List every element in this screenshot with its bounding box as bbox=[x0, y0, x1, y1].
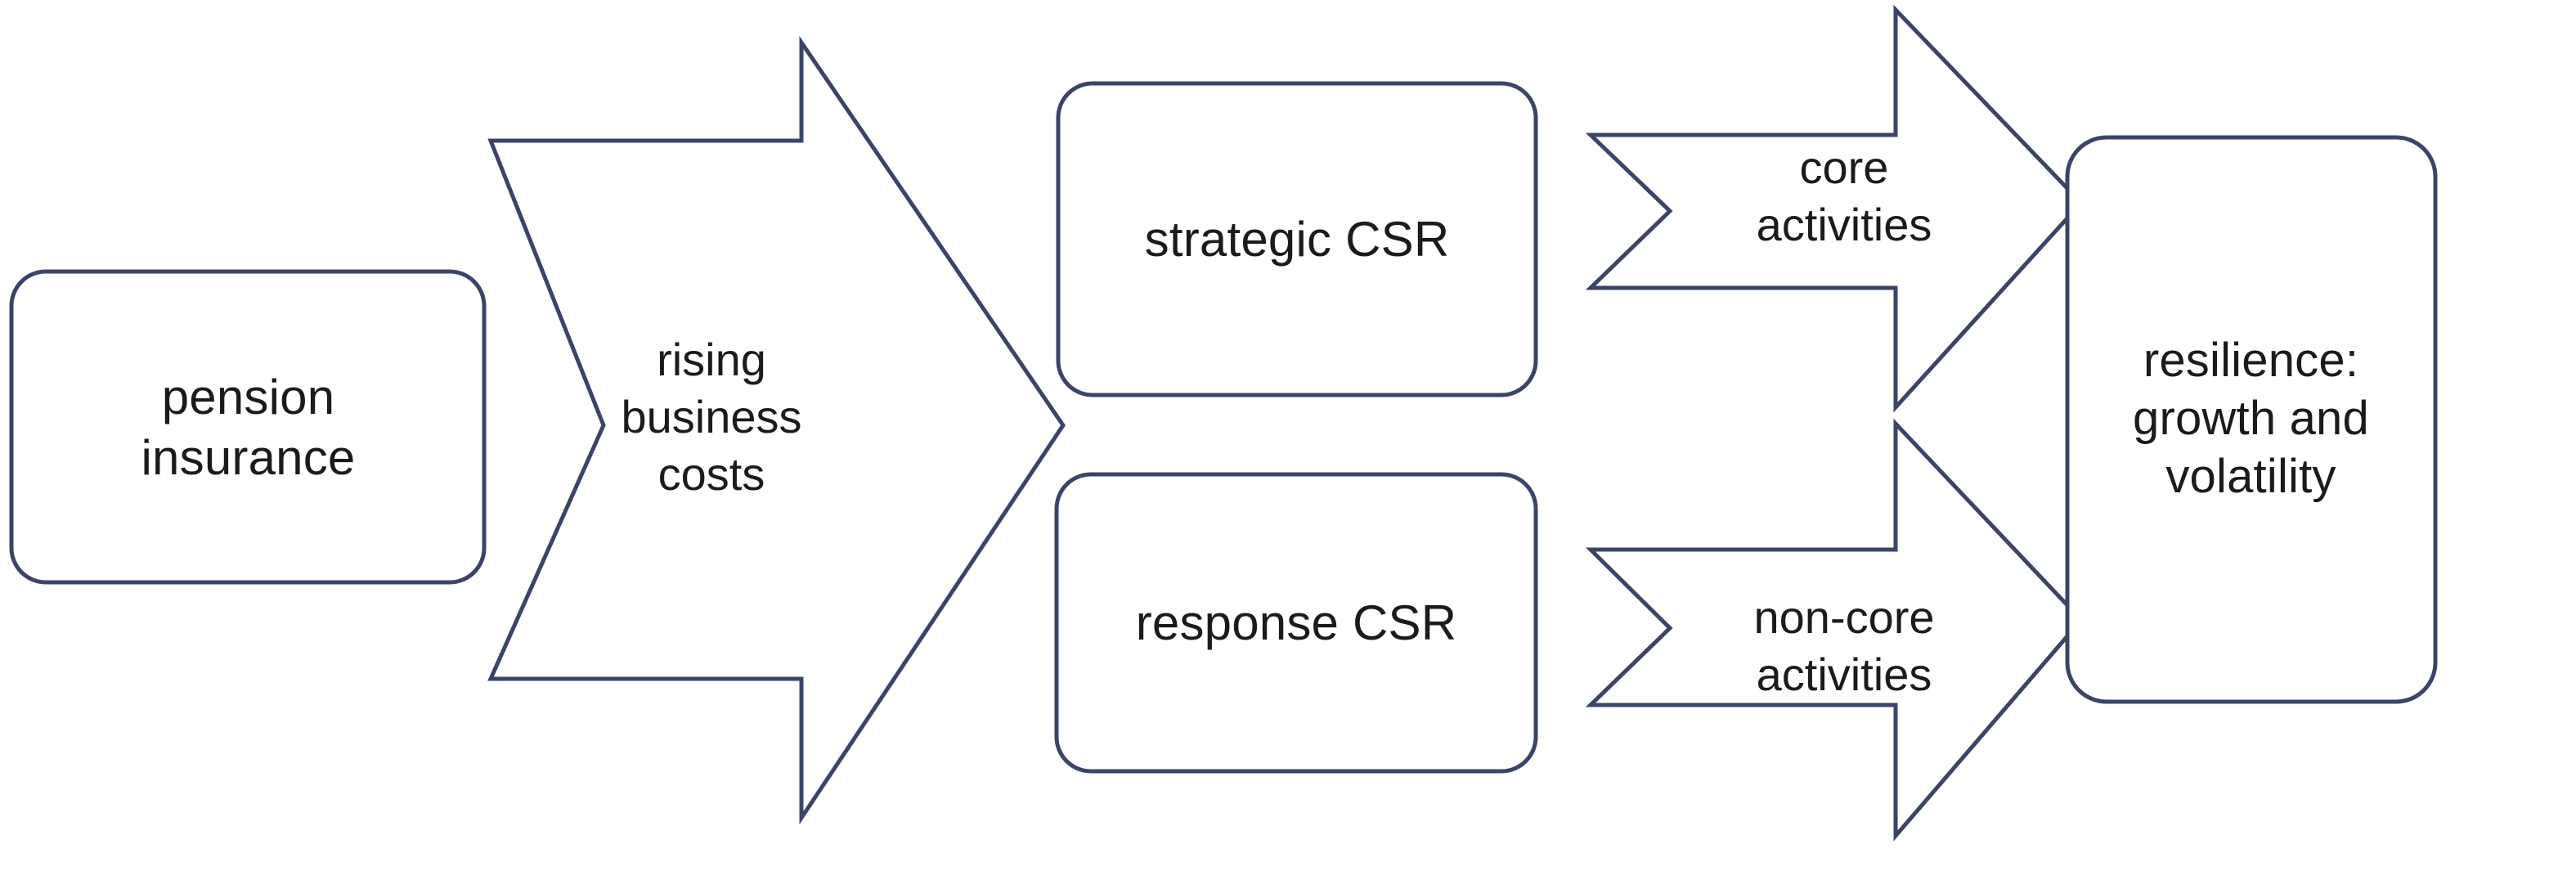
arrow-shape-non-core-activities bbox=[1585, 418, 2085, 842]
arrow-shape-rising-costs bbox=[487, 35, 1066, 825]
arrow-shape-core-activities bbox=[1585, 4, 2085, 413]
node-shape-resilience bbox=[2065, 135, 2438, 704]
node-shape-strategic-csr bbox=[1056, 81, 1538, 397]
node-shape-response-csr bbox=[1054, 472, 1538, 774]
node-shape-pension-insurance bbox=[9, 269, 487, 585]
